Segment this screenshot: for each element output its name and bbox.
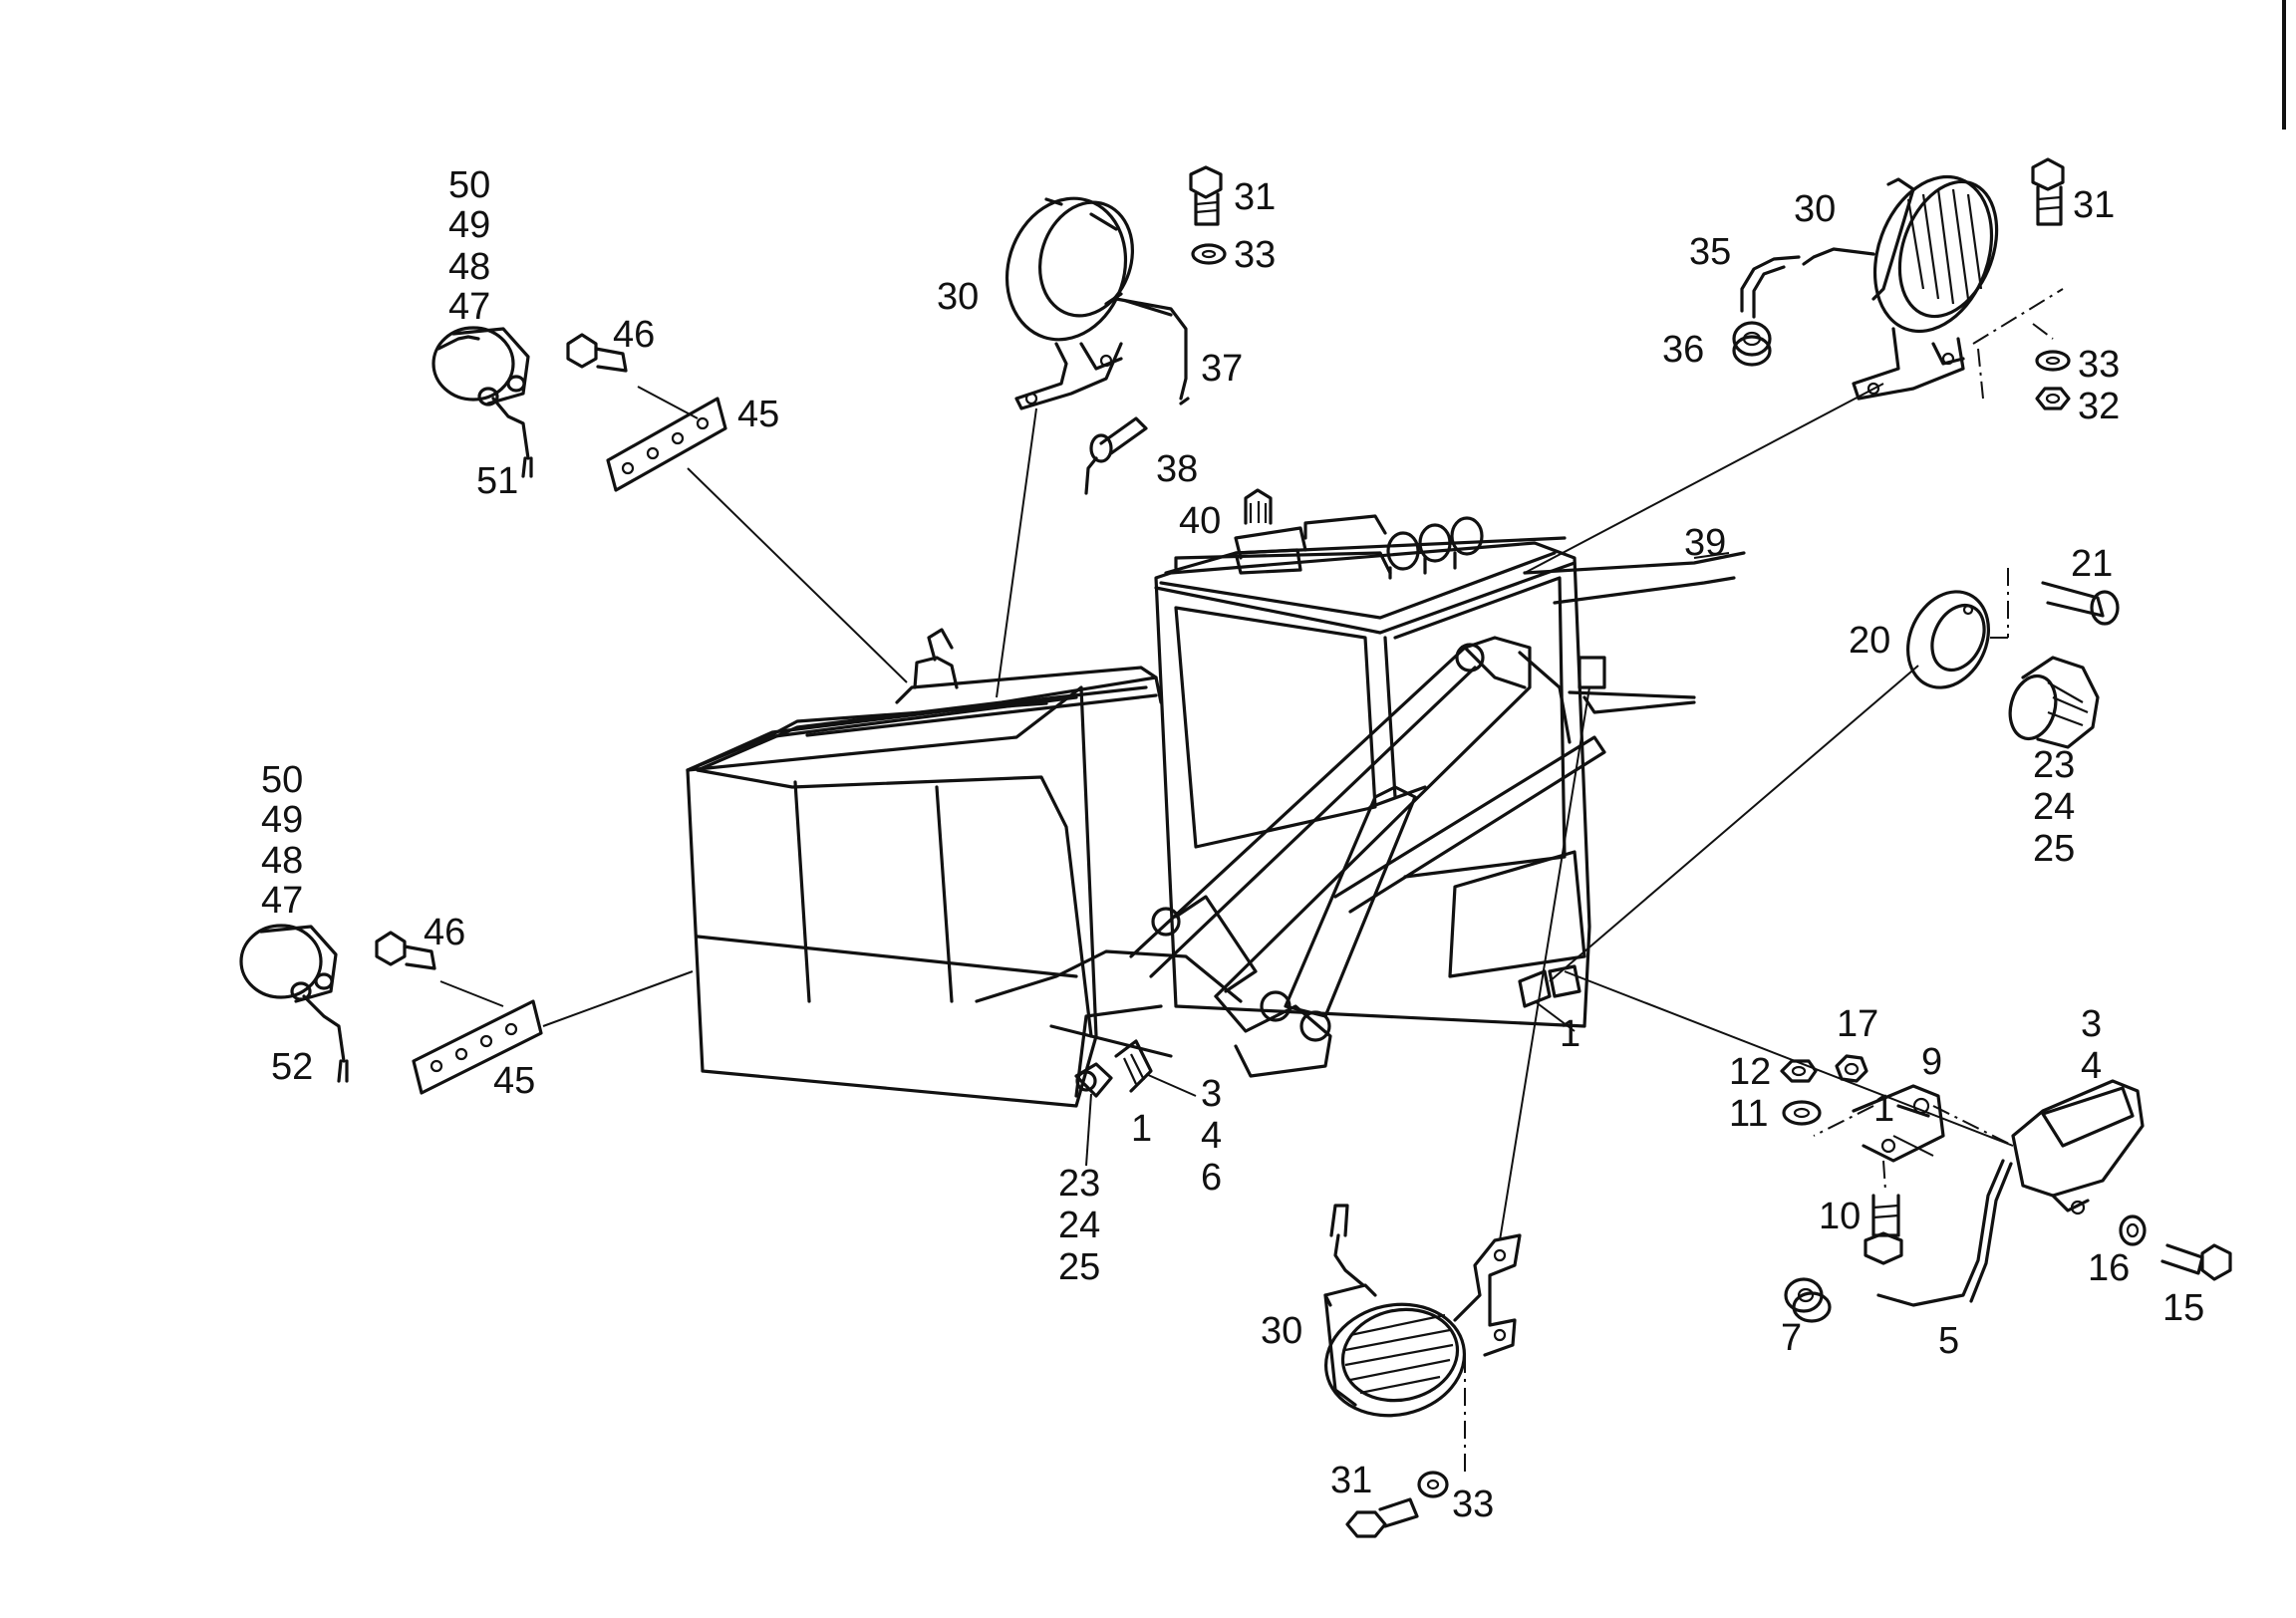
callout-roof-39: 39 xyxy=(1684,522,1726,564)
right-work-lamp xyxy=(1852,174,1999,401)
side-bolt-10 xyxy=(1864,1194,1903,1265)
callout-left-top-50: 50 xyxy=(448,164,490,206)
rear-lamp-ring xyxy=(1905,590,1991,689)
callout-front-lamp-3: 3 xyxy=(1201,1073,1222,1115)
callout-left-bottom-48: 48 xyxy=(261,840,303,882)
callout-bottom-lamp-30: 30 xyxy=(1261,1310,1302,1352)
callout-rear-lamp-25: 25 xyxy=(2033,828,2075,870)
callout-left-bottom-47: 47 xyxy=(261,880,303,922)
top-lamp-cable xyxy=(1104,292,1190,405)
callout-right-cable-35: 35 xyxy=(1689,231,1731,273)
callout-labels: 50 49 48 47 46 45 51 50 49 48 47 46 45 5… xyxy=(261,164,2204,1525)
callout-side-lamp-3: 3 xyxy=(2081,1003,2102,1045)
callout-side-grommet-7: 7 xyxy=(1781,1317,1802,1359)
bottom-work-lamp xyxy=(1323,1233,1522,1418)
callout-side-cable-5: 5 xyxy=(1938,1320,1959,1362)
callout-right-washer-33: 33 xyxy=(2078,344,2120,386)
leader-lines xyxy=(439,288,2064,1475)
callout-top-plug-38: 38 xyxy=(1156,448,1198,490)
side-grommet xyxy=(1784,1277,1832,1323)
callout-beacon-40: 40 xyxy=(1179,500,1221,542)
callout-side-nut-12: 12 xyxy=(1729,1051,1771,1093)
top-work-lamp xyxy=(1004,196,1134,410)
cab-socket xyxy=(1518,964,1581,1008)
side-nut-17 xyxy=(1835,1054,1868,1083)
machine-body xyxy=(686,628,1243,1108)
callout-front-lower-23: 23 xyxy=(1058,1163,1100,1205)
callout-left-top-49: 49 xyxy=(448,204,490,246)
left-bottom-bolt xyxy=(375,931,436,970)
callout-front-lamp-6: 6 xyxy=(1201,1157,1222,1199)
right-lamp-cable xyxy=(1740,247,1875,319)
callout-cab-connector-1: 1 xyxy=(1560,1013,1580,1055)
callout-front-lower-25: 25 xyxy=(1058,1246,1100,1288)
bottom-lamp-cable xyxy=(1329,1204,1365,1287)
bottom-lamp-bolt xyxy=(1345,1497,1419,1538)
callout-left-bottom-49: 49 xyxy=(261,799,303,841)
callout-right-grommet-36: 36 xyxy=(1662,329,1704,371)
left-top-bolt xyxy=(566,333,628,373)
top-lamp-bolt xyxy=(1189,165,1223,226)
left-top-lamp xyxy=(431,326,533,478)
callout-front-lower-24: 24 xyxy=(1058,1205,1100,1246)
bottom-lamp-washer xyxy=(1417,1471,1449,1498)
side-bracket xyxy=(1852,1084,1945,1163)
right-lamp-washer xyxy=(2035,350,2071,372)
callout-rear-ring-20: 20 xyxy=(1849,620,1890,662)
boom-assembly xyxy=(1129,551,1746,1078)
callout-side-nut-17: 17 xyxy=(1837,1003,1878,1045)
callout-bottom-bolt-31: 31 xyxy=(1330,1460,1372,1501)
left-bottom-lamp xyxy=(239,924,349,1083)
side-washer-16 xyxy=(2119,1214,2147,1246)
callout-left-top-51: 51 xyxy=(476,460,518,502)
side-nut-12 xyxy=(1780,1059,1818,1083)
rear-lamp-body xyxy=(2008,656,2100,749)
callout-left-top-47: 47 xyxy=(448,286,490,328)
rear-lamp-bolt xyxy=(2041,581,2120,626)
callout-side-pin-1: 1 xyxy=(1873,1088,1894,1130)
callout-front-lamp-4: 4 xyxy=(1201,1115,1222,1157)
right-lamp-bolt xyxy=(2031,157,2065,226)
callout-top-washer-33: 33 xyxy=(1234,234,1276,276)
callout-side-lamp-4: 4 xyxy=(2081,1045,2102,1087)
callout-side-screw-15: 15 xyxy=(2162,1287,2204,1329)
callout-left-top-46: 46 xyxy=(613,314,655,356)
callout-side-washer-11: 11 xyxy=(1729,1093,1768,1135)
callout-top-lamp-30: 30 xyxy=(937,276,979,318)
callout-left-bottom-45: 45 xyxy=(493,1060,535,1102)
left-bottom-plate xyxy=(412,999,543,1095)
right-lamp-grommet xyxy=(1732,321,1772,367)
callout-rear-lamp-23: 23 xyxy=(2033,744,2075,786)
callout-left-top-48: 48 xyxy=(448,246,490,288)
callout-left-bottom-52: 52 xyxy=(271,1046,313,1088)
right-lamp-nut xyxy=(2035,387,2071,410)
callout-left-top-45: 45 xyxy=(737,394,779,435)
callout-rear-lamp-24: 24 xyxy=(2033,786,2075,828)
callout-side-bolt-10: 10 xyxy=(1819,1196,1861,1237)
side-lamp-body xyxy=(2011,1079,2145,1215)
top-lamp-washer xyxy=(1191,243,1227,265)
callout-left-bottom-50: 50 xyxy=(261,759,303,801)
callout-top-cable-37: 37 xyxy=(1201,348,1243,390)
callout-left-bottom-46: 46 xyxy=(424,912,465,953)
callout-right-lamp-30: 30 xyxy=(1794,188,1836,230)
callout-rear-bolt-21: 21 xyxy=(2071,543,2113,585)
callout-right-nut-32: 32 xyxy=(2078,386,2120,427)
side-washer-11 xyxy=(1782,1100,1822,1126)
callout-right-bolt-31: 31 xyxy=(2073,184,2115,226)
callout-top-bolt-31: 31 xyxy=(1234,176,1276,218)
side-screw-15 xyxy=(2160,1243,2232,1281)
front-socket xyxy=(1074,1039,1153,1098)
beacon-cluster xyxy=(1234,488,1484,580)
left-top-plate xyxy=(606,397,727,492)
callout-bottom-washer-33: 33 xyxy=(1452,1483,1494,1525)
callout-front-connector-1: 1 xyxy=(1131,1108,1152,1150)
callout-side-bracket-9: 9 xyxy=(1921,1041,1942,1083)
callout-side-washer-16: 16 xyxy=(2088,1247,2130,1289)
side-lamp-cable xyxy=(1876,1159,2013,1307)
top-lamp-plug xyxy=(1084,416,1148,495)
